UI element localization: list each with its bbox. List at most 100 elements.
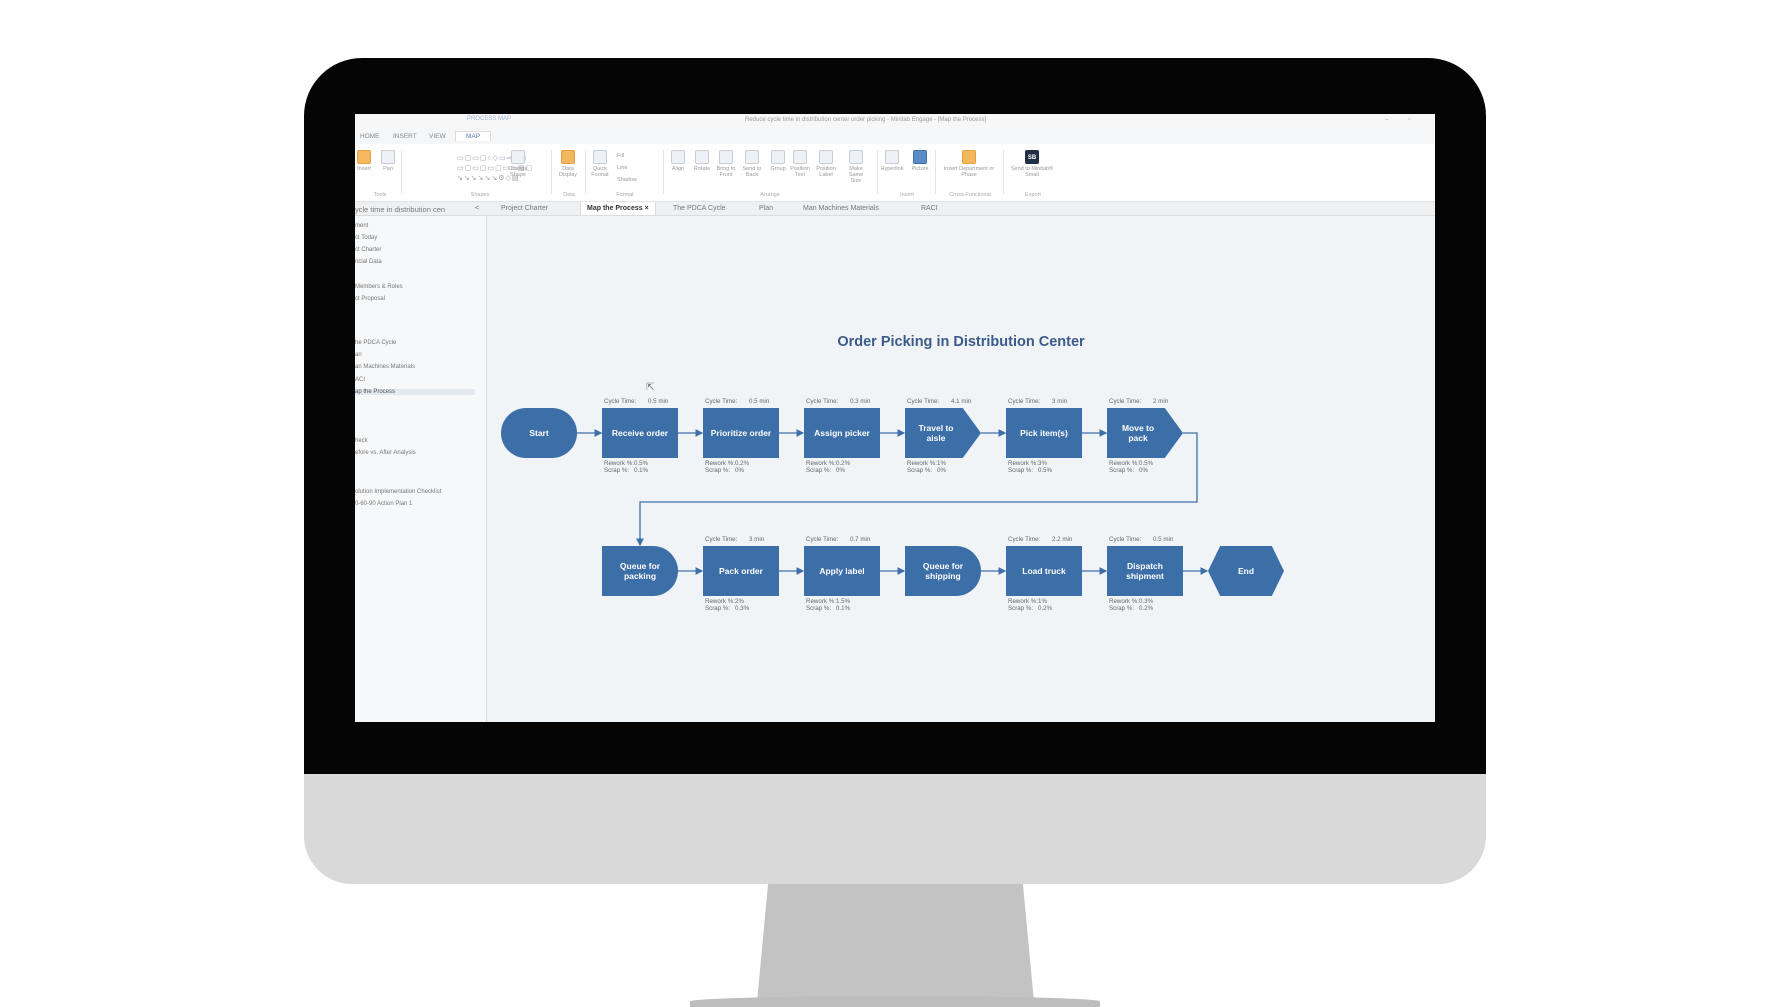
rework-key: Rework %: [705, 598, 735, 605]
process-step-node[interactable]: Queue for packing [602, 546, 678, 596]
align-icon [671, 150, 685, 164]
nav-item[interactable]: olution Implementation Checklist [355, 489, 442, 495]
process-step-node[interactable]: Pack order [703, 546, 779, 596]
hyperlink-button[interactable]: Hyperlink [879, 150, 905, 172]
tab-raci[interactable]: RACI [921, 205, 938, 212]
document-tabs: ycle time in distribution cen < Project … [355, 202, 1435, 216]
tab-project-charter[interactable]: Project Charter [501, 205, 549, 212]
cycle-time-key: Cycle Time: [806, 536, 839, 543]
connector-layer [577, 429, 1209, 575]
tab-map[interactable]: MAP [455, 131, 492, 141]
process-step-node[interactable]: End [1208, 546, 1284, 596]
group-label-arrange: Arrange [760, 192, 780, 198]
rework-scrap-label: Rework %:0.5%Scrap %:0.1% [604, 460, 648, 474]
process-step-node[interactable]: Travel to aisle [905, 408, 981, 458]
position-label-button[interactable]: Position Label [813, 150, 839, 178]
collapse-pane-icon[interactable]: < [475, 205, 480, 212]
process-step-node[interactable]: Apply label [804, 546, 880, 596]
shadow-dropdown[interactable]: Shadow [617, 177, 637, 183]
nav-item[interactable]: 0-60-90 Action Plan 1 [355, 501, 413, 507]
tab-view[interactable]: VIEW [429, 133, 446, 140]
nav-item[interactable]: efore vs. After Analysis [355, 450, 416, 456]
nav-item[interactable]: an Machines Materials [355, 364, 416, 370]
data-display-button[interactable]: Data Display [555, 150, 581, 178]
group-button[interactable]: Group [765, 150, 791, 172]
change-shape-button[interactable]: Change Shape [505, 150, 531, 178]
ribbon-group-cross-functional: Insert Department or Phase Cross-Functio… [937, 148, 1003, 198]
scrap-value: 0.3% [735, 605, 750, 612]
picture-button[interactable]: Picture [907, 150, 933, 172]
minitab-icon: SB [1025, 150, 1039, 164]
tab-man-machines-materials[interactable]: Man Machines Materials [803, 205, 879, 212]
cycle-time-key: Cycle Time: [907, 398, 940, 405]
process-step-node[interactable]: Dispatch shipment [1107, 546, 1183, 596]
tab-pdca-cycle[interactable]: The PDCA Cycle [673, 205, 726, 212]
tab-map-the-process[interactable]: Map the Process × [580, 202, 656, 215]
nav-item[interactable]: an [355, 352, 362, 358]
nav-item[interactable]: heck [355, 438, 368, 444]
process-step-node[interactable]: Load truck [1006, 546, 1082, 596]
process-step-node[interactable]: Move to pack [1107, 408, 1183, 458]
tab-home[interactable]: HOME [360, 133, 380, 140]
insert-button[interactable]: Insert [355, 150, 377, 172]
nav-item[interactable]: ACI [355, 377, 366, 383]
quick-format-button[interactable]: Quick Format [587, 150, 613, 178]
process-step-node[interactable]: Receive order [602, 408, 678, 458]
picture-icon [913, 150, 927, 164]
rotate-button[interactable]: Rotate [689, 150, 715, 172]
tab-insert[interactable]: INSERT [393, 133, 417, 140]
rework-key: Rework %: [806, 460, 836, 467]
rework-value: 0.5% [1139, 460, 1154, 467]
minimize-icon[interactable]: – [1385, 116, 1389, 123]
ribbon-group-data: Data Display Data [553, 148, 585, 198]
rework-value: 0.2% [735, 460, 750, 467]
insert-icon [357, 150, 371, 164]
process-step-node[interactable]: Start [501, 408, 577, 458]
position-text-button[interactable]: Position Text [787, 150, 813, 178]
send-to-back-button[interactable]: Send to Back [739, 150, 765, 178]
nav-item[interactable]: ncial Data [355, 259, 382, 265]
nav-item[interactable]: ct Today [355, 235, 378, 241]
scrap-key: Scrap %: [705, 605, 731, 612]
cycle-time-label: Cycle Time:3 min [705, 536, 764, 543]
ribbon-divider [585, 150, 586, 194]
rework-value: 1% [1038, 598, 1047, 605]
close-tab-icon[interactable]: × [644, 205, 649, 212]
pan-button[interactable]: Pan [375, 150, 401, 172]
rework-scrap-label: Rework %:1.5%Scrap %:0.1% [806, 598, 850, 612]
project-name: ycle time in distribution cen [355, 205, 446, 214]
scrap-value: 0.1% [836, 605, 851, 612]
make-same-size-button[interactable]: Make Same Size [843, 150, 869, 184]
window-title: Reduce cycle time in distribution center… [745, 117, 987, 123]
process-step-node[interactable]: Queue for shipping [905, 546, 981, 596]
insert-department-button[interactable]: Insert Department or Phase [943, 150, 995, 178]
nav-item-selected[interactable]: ap the Process [355, 389, 475, 395]
group-label-insert: Insert [900, 192, 914, 198]
align-button[interactable]: Align [665, 150, 691, 172]
nav-item[interactable]: Members & Roles [355, 284, 403, 290]
bring-to-front-button[interactable]: Bring to Front [713, 150, 739, 178]
nav-item[interactable]: ment [355, 223, 369, 229]
format-options: Fill Line Shadow [617, 150, 637, 186]
process-map-canvas[interactable]: Order Picking in Distribution Center ⇱ S… [487, 216, 1435, 722]
cycle-time-label: Cycle Time:2 min [1109, 398, 1168, 405]
process-step-node[interactable]: Prioritize order [703, 408, 779, 458]
rework-key: Rework %: [1008, 460, 1038, 467]
rework-value: 0.3% [1139, 598, 1154, 605]
connector-arrow[interactable] [636, 432, 1198, 547]
process-step-node[interactable]: Pick item(s) [1006, 408, 1082, 458]
ribbon-divider [401, 150, 402, 194]
rework-key: Rework %: [1109, 460, 1139, 467]
shapes-gallery[interactable]: ▭▢▭▢○◇▭⇨◇▢▭▢▭▢▭▢▭▭▤▢↘↘↘↘↘↘⚙◇▤ [457, 155, 534, 182]
nav-item[interactable]: ct Proposal [355, 296, 386, 302]
process-step-node[interactable]: Assign picker [804, 408, 880, 458]
scrap-value: 0% [1139, 467, 1148, 474]
fill-dropdown[interactable]: Fill [617, 153, 625, 159]
nav-item[interactable]: ct Charter [355, 247, 382, 253]
restore-icon[interactable]: ▫ [1408, 116, 1411, 123]
line-dropdown[interactable]: Line [617, 165, 628, 171]
cycle-time-value: 2.2 min [1052, 536, 1073, 543]
tab-plan[interactable]: Plan [759, 205, 774, 212]
nav-item[interactable]: he PDCA Cycle [355, 340, 397, 346]
